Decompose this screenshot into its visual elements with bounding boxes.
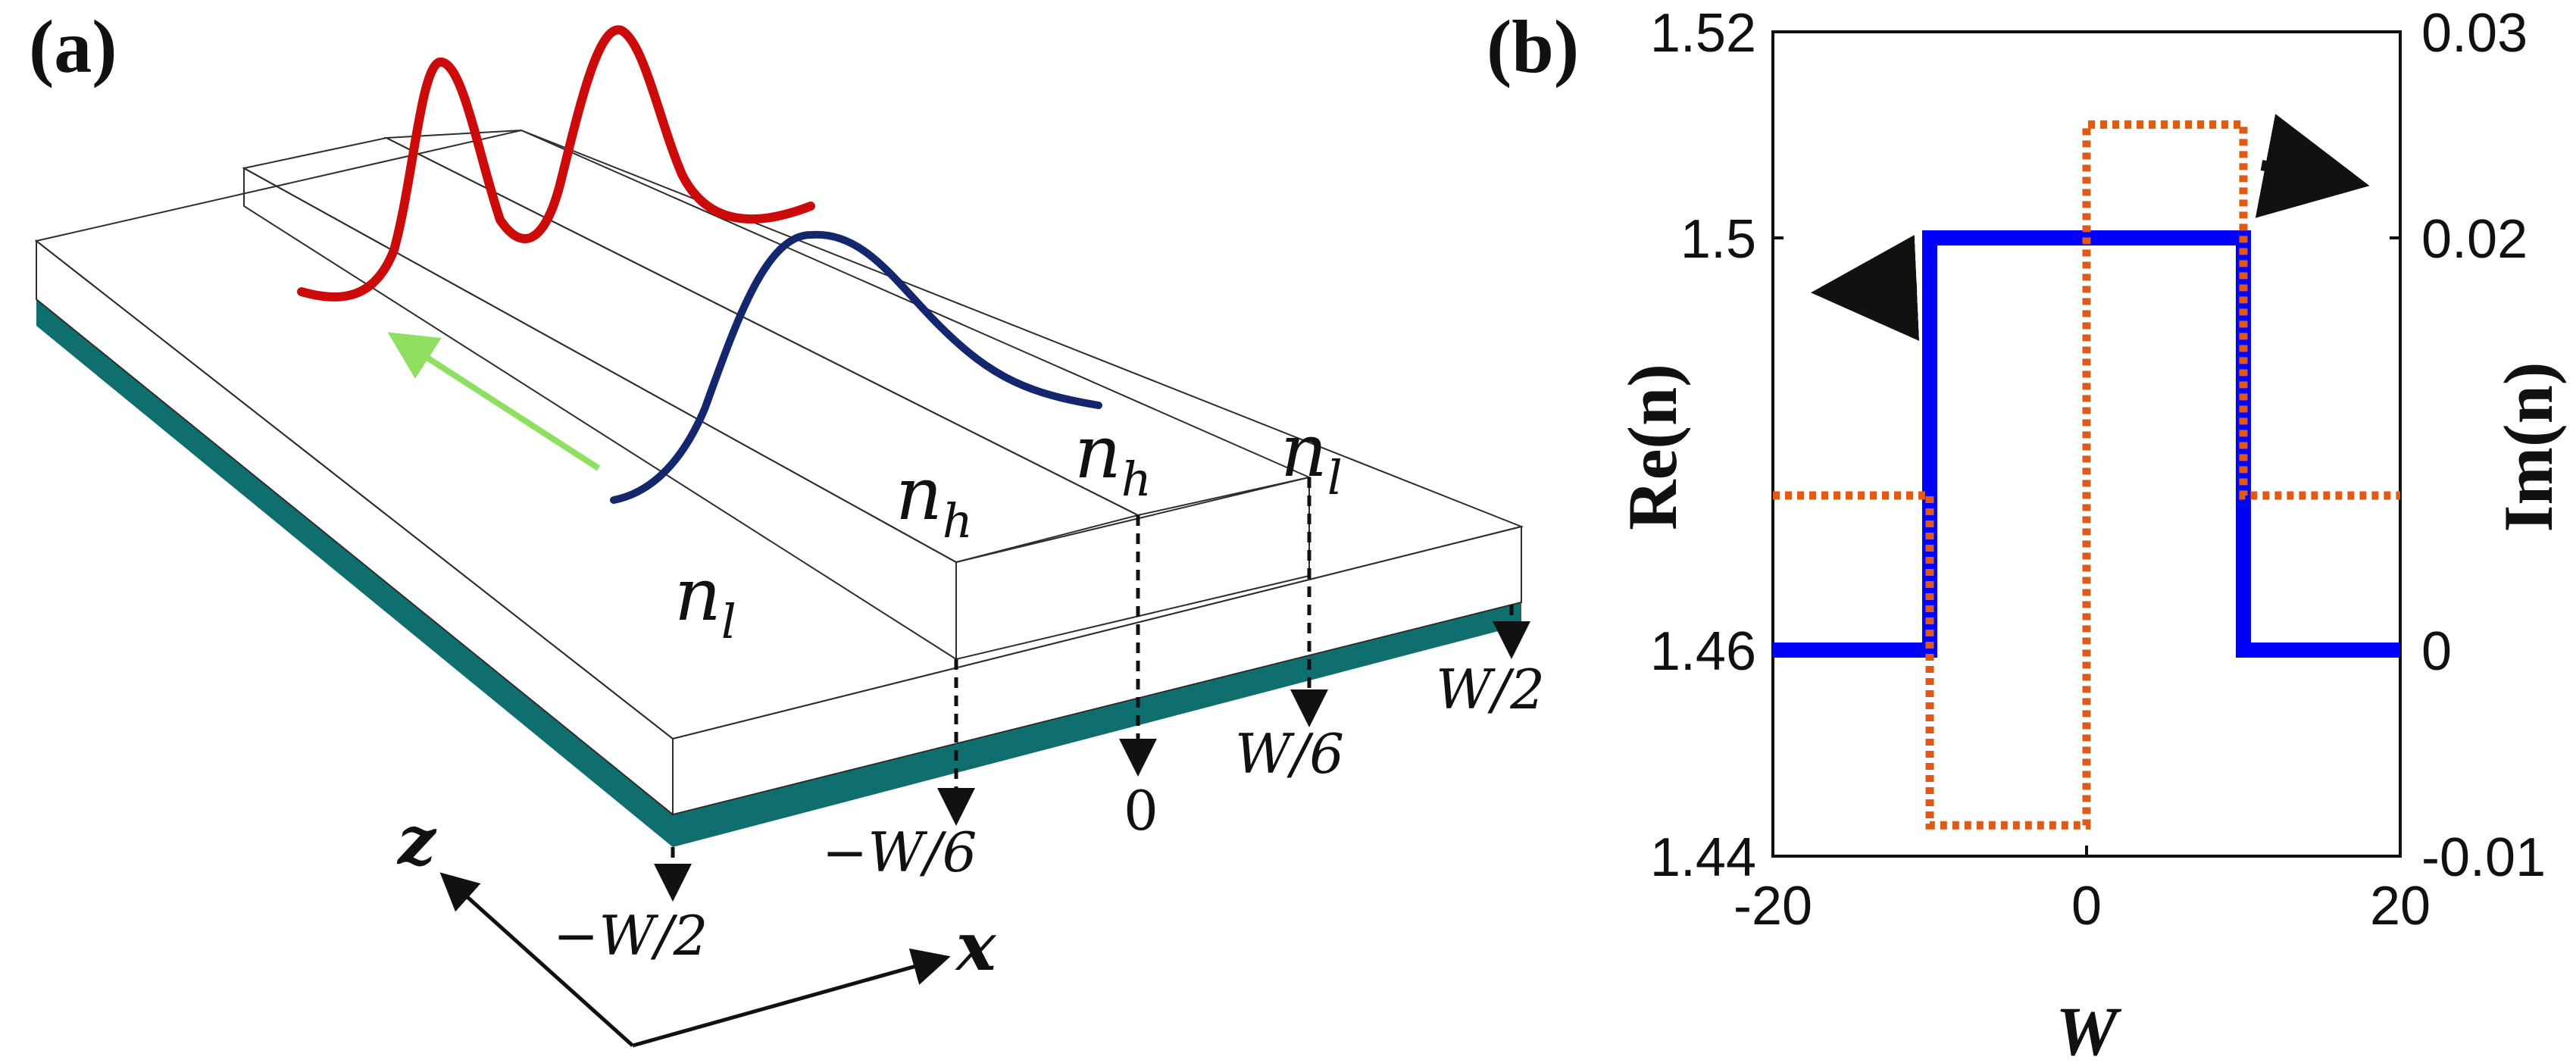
x-axis-arrow (632, 948, 951, 1048)
y-left-tick-label: 1.46 (1650, 621, 1756, 682)
y-left-tick-label: 1.44 (1650, 827, 1756, 888)
marker-label-minus-sixth: −W/6 (822, 821, 977, 884)
marker-label-minus-half: −W/2 (553, 904, 708, 968)
x-axis-title: W (2055, 993, 2122, 1063)
marker-label-zero: 0 (1124, 779, 1158, 843)
y-left-tick-label: 1.5 (1680, 209, 1756, 270)
y-right-tick-label: 0.03 (2421, 3, 2528, 64)
x-tick-label: 20 (2370, 876, 2431, 936)
tick-group: -20 0 20 1.44 1.46 1.5 1.52 -0.01 0 0.02 0.03 (1650, 3, 2546, 936)
loss-mode-curve (610, 230, 1102, 504)
z-axis-label: z (396, 801, 437, 880)
region-label-right-cladding: nl (1280, 408, 1343, 505)
region-label-left-cladding: nl (674, 552, 736, 649)
cladding-front-face (672, 525, 1522, 816)
panel-b: (b) -20 0 20 1.44 1.46 1.5 1.52 -0.01 0 0.02 0.03 … (1487, 3, 2567, 1063)
y-right-tick-label: -0.01 (2421, 827, 2546, 888)
right-axis-indicator-arrow (2255, 114, 2370, 218)
coordinate-axes: z x (396, 801, 997, 1048)
im-n-series-line (1773, 120, 2400, 830)
y-left-tick-label: 1.52 (1650, 3, 1756, 64)
substrate-front-face (673, 602, 1521, 847)
left-axis-indicator-arrow (1811, 235, 1920, 341)
substrate-left-face (36, 299, 673, 847)
series-group (1773, 120, 2400, 830)
panel-a-label: (a) (29, 5, 117, 89)
region-label-core-right: nh (1074, 410, 1152, 507)
y-axis-right-title: Im(n) (2490, 362, 2567, 533)
cladding-left-face (36, 239, 674, 817)
marker-label-plus-sixth: W/6 (1235, 722, 1344, 786)
core-left-top-face (242, 136, 1140, 564)
gain-mode-curve (297, 25, 815, 302)
x-tick-label: 0 (2071, 876, 2102, 936)
position-markers: −W/2 −W/6 0 W/6 W/2 (553, 477, 1545, 968)
y-right-tick-label: 0 (2421, 621, 2452, 682)
panel-a: (a) nl nh nh nl (29, 5, 1545, 1048)
propagation-arrow (387, 332, 601, 471)
x-tick-label: -20 (1733, 876, 1812, 936)
marker-label-plus-half: W/2 (1436, 658, 1545, 721)
x-axis-label: x (955, 907, 997, 986)
panel-b-label: (b) (1487, 5, 1579, 89)
region-label-core-left: nh (896, 452, 973, 549)
y-axis-left-title: Re(n) (1614, 364, 1691, 530)
z-axis-arrow (439, 872, 634, 1047)
index-profile-chart: -20 0 20 1.44 1.46 1.5 1.52 -0.01 0 0.02 0.03 Re(n… (1614, 3, 2567, 1063)
y-right-tick-label: 0.02 (2421, 209, 2528, 270)
